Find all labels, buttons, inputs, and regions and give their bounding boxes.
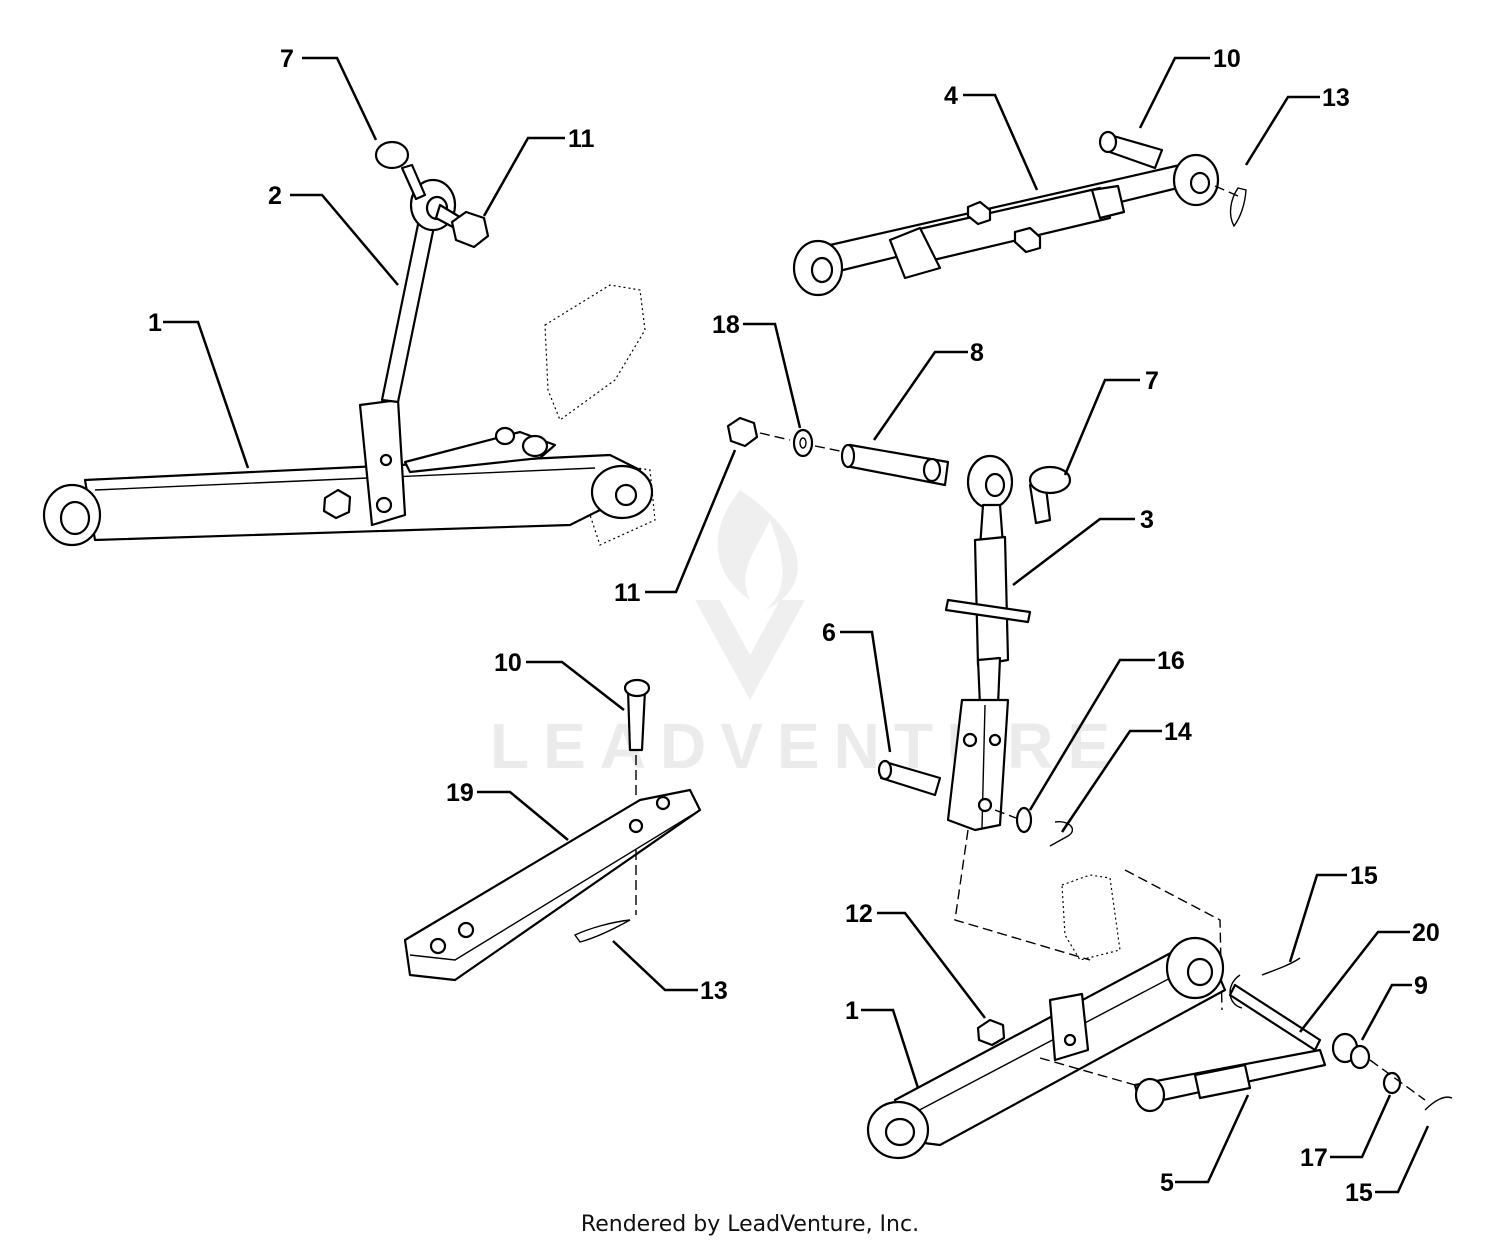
callout-15-top: 15 [1350, 862, 1378, 890]
rendered-by-footer: Rendered by LeadVenture, Inc. [580, 1212, 920, 1237]
watermark-text: LEADVENTURE [490, 710, 1124, 782]
center-link-assembly [726, 416, 1091, 961]
callout-5: 5 [1160, 1169, 1174, 1197]
callout-6: 6 [822, 619, 836, 647]
drawbar-assembly [403, 678, 702, 982]
callout-18: 18 [712, 311, 740, 339]
callout-2: 2 [268, 182, 282, 210]
callout-1-top: 1 [148, 309, 162, 337]
callout-20: 20 [1412, 919, 1440, 947]
callout-13-top: 13 [1322, 84, 1350, 112]
callout-10-bottom: 10 [494, 649, 522, 677]
callout-14: 14 [1164, 718, 1192, 746]
callout-17: 17 [1300, 1144, 1328, 1172]
callout-1-bottom: 1 [845, 997, 859, 1025]
callout-7-top: 7 [280, 45, 294, 73]
top-left-lower-link-assembly [42, 140, 656, 547]
callout-3: 3 [1140, 506, 1154, 534]
callout-11-top: 11 [568, 125, 595, 153]
callout-19: 19 [446, 779, 474, 807]
callout-16: 16 [1157, 647, 1185, 675]
watermark: LEADVENTURE [490, 490, 1124, 782]
callout-13-bottom: 13 [700, 977, 728, 1005]
callout-7-mid: 7 [1145, 367, 1159, 395]
callout-9: 9 [1414, 972, 1428, 1000]
callout-4: 4 [944, 82, 958, 110]
callout-labels: 7 2 1 11 4 10 13 18 8 7 11 3 6 16 14 10 … [148, 45, 1440, 1207]
leader-lines [163, 56, 1430, 1194]
bottom-right-lower-link-assembly [866, 869, 1453, 1160]
callout-12: 12 [845, 900, 873, 928]
callout-11-mid: 11 [614, 579, 641, 607]
top-link-assembly [792, 130, 1247, 297]
callout-10-top: 10 [1213, 45, 1241, 73]
callout-15-bottom: 15 [1345, 1179, 1373, 1207]
callout-8: 8 [970, 339, 984, 367]
